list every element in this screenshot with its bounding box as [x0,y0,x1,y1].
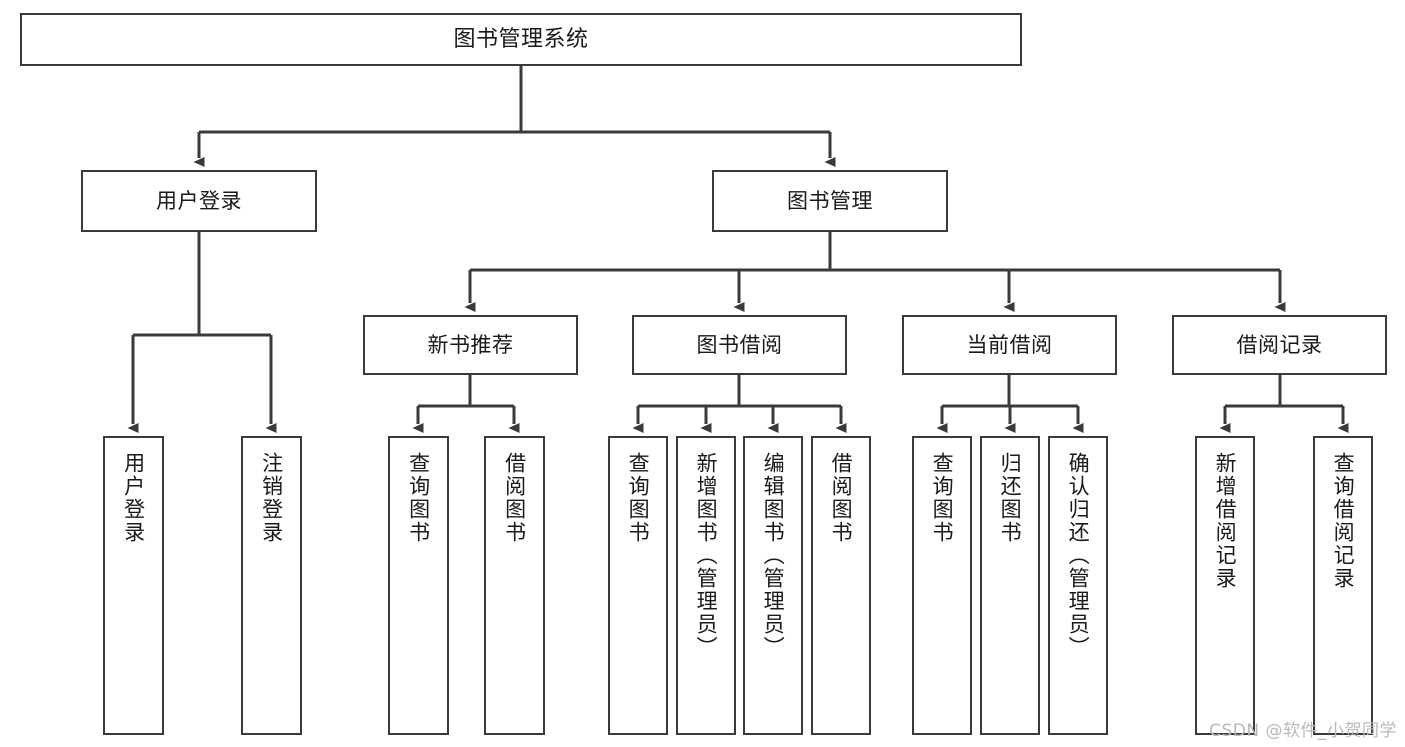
leaf-query-book-borrow-label: 查询图书 [626,452,651,544]
leaf-confirm-return-admin[interactable]: 确认归还（管理员） [1048,436,1108,735]
node-user-login[interactable]: 用户登录 [81,170,317,232]
leaf-borrow-book-new[interactable]: 借阅图书 [484,436,545,735]
leaf-return-book[interactable]: 归还图书 [980,436,1040,735]
node-root[interactable]: 图书管理系统 [20,13,1022,66]
leaf-user-login-label: 用户登录 [121,452,146,544]
node-book-borrow-label: 图书借阅 [696,332,783,357]
leaf-borrow-book-new-label: 借阅图书 [502,452,527,544]
leaf-query-book-current[interactable]: 查询图书 [912,436,972,735]
leaf-query-book-new-label: 查询图书 [406,452,431,544]
leaf-logout-label: 注销登录 [259,452,284,544]
leaf-edit-book-admin[interactable]: 编辑图书（管理员） [743,436,803,735]
node-root-label: 图书管理系统 [453,26,589,52]
leaf-query-book-new[interactable]: 查询图书 [388,436,449,735]
leaf-confirm-return-admin-label: 确认归还（管理员） [1066,452,1091,659]
leaf-add-borrow-record[interactable]: 新增借阅记录 [1195,436,1255,735]
leaf-return-book-label: 归还图书 [998,452,1023,544]
leaf-add-book-admin[interactable]: 新增图书（管理员） [676,436,736,735]
leaf-query-book-borrow[interactable]: 查询图书 [608,436,668,735]
leaf-query-borrow-record[interactable]: 查询借阅记录 [1313,436,1373,735]
node-current-borrow-label: 当前借阅 [966,332,1053,357]
leaf-add-book-admin-label: 新增图书（管理员） [694,452,719,659]
leaf-add-borrow-record-label: 新增借阅记录 [1213,452,1238,590]
node-user-login-label: 用户登录 [156,188,242,213]
leaf-query-book-current-label: 查询图书 [930,452,955,544]
node-book-borrow[interactable]: 图书借阅 [632,315,847,375]
node-borrow-records[interactable]: 借阅记录 [1172,315,1387,375]
leaf-query-borrow-record-label: 查询借阅记录 [1331,452,1356,590]
node-borrow-records-label: 借阅记录 [1236,332,1323,357]
leaf-edit-book-admin-label: 编辑图书（管理员） [761,452,786,659]
node-book-management-label: 图书管理 [787,188,873,213]
leaf-borrow-book[interactable]: 借阅图书 [811,436,871,735]
leaf-borrow-book-label: 借阅图书 [829,452,854,544]
node-new-book-recommend[interactable]: 新书推荐 [363,315,578,375]
node-current-borrow[interactable]: 当前借阅 [902,315,1117,375]
node-new-book-recommend-label: 新书推荐 [427,332,514,357]
leaf-logout[interactable]: 注销登录 [241,436,302,735]
csdn-watermark: CSDN @软件_小贺同学 [1209,721,1397,741]
leaf-user-login[interactable]: 用户登录 [103,436,164,735]
node-book-management[interactable]: 图书管理 [712,170,948,232]
